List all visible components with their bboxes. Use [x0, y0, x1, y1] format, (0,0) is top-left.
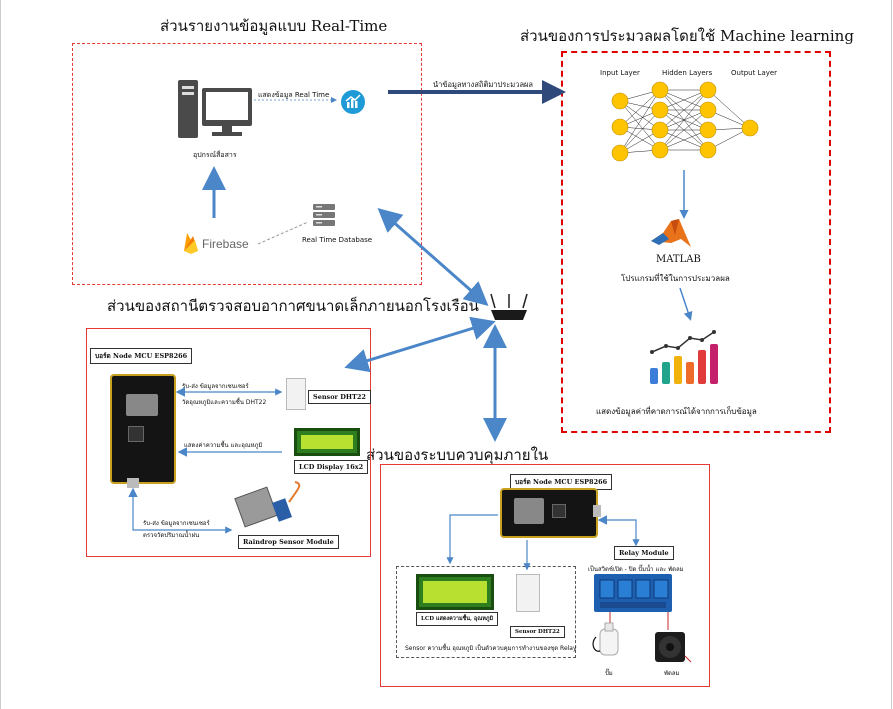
control-sensor-group-frame [396, 566, 576, 658]
station-rx-dht-label-2: วัดอุณหภูมิและความชื้น DHT22 [182, 399, 267, 406]
database-label: Real Time Database [302, 236, 373, 244]
matlab-label: MATLAB [656, 254, 701, 265]
control-dht22-sensor [516, 574, 540, 612]
raindrop-sensor-icon [234, 481, 301, 528]
firebase-icon [184, 233, 198, 254]
station-dht22-sensor [286, 378, 306, 410]
control-lcd-display [416, 574, 494, 610]
station-usb-port [127, 478, 139, 488]
show-realtime-label: แสดงข้อมูล Real Time [258, 91, 330, 99]
matlab-logo-icon [651, 219, 691, 247]
relay-module-icon [594, 574, 672, 612]
realtime-frame [72, 43, 422, 285]
control-sensor-label: Sensor DHT22 [510, 626, 565, 638]
ml-section-title: ส่วนของการประมวลผลโดยใช้ Machine learnin… [520, 27, 854, 45]
station-rx-dht-label: รับ-ส่ง ข้อมูลจากเซนเซอร์ [182, 383, 249, 390]
computer-icon [178, 80, 252, 138]
relay-module-label: Relay Module [614, 546, 674, 560]
device-label: อุปกรณ์สื่อสาร [193, 151, 237, 159]
control-section-title: ส่วนของระบบควบคุมภายใน [366, 446, 549, 464]
station-nodemcu-board [110, 374, 176, 484]
control-lcd-label: LCD แสดงความชื้น, อุณหภูมิ [416, 612, 499, 626]
relay-description: เป็นสวิตช์เปิด - ปิด ปั๊มน้ำ และ พัดลม [588, 566, 684, 573]
pump-label: ปั๊ม [605, 670, 613, 677]
fan-label: พัดลม [664, 670, 680, 677]
realtime-chart-icon [341, 90, 365, 114]
database-server-icon [313, 204, 335, 226]
prediction-chart-icon [650, 330, 718, 384]
station-frame [86, 328, 371, 557]
router-icon [490, 293, 528, 320]
water-pump-icon [592, 622, 619, 656]
input-layer-label: Input Layer [600, 69, 640, 77]
control-sensor-description: Sensor ความชื้น อุณหภูมิ เป็นตัวควบคุมกา… [405, 645, 577, 652]
station-dht-label: Sensor DHT22 [308, 390, 371, 404]
control-frame [380, 464, 710, 687]
hidden-layers-label: Hidden Layers [662, 69, 713, 77]
control-usb-port [593, 505, 601, 517]
neural-network-diagram [611, 81, 759, 162]
station-rx-rain-label-2: ตรวจวัดปริมาณน้ำฝน [143, 532, 200, 539]
right-edge-line [891, 0, 892, 709]
station-board-label: บอร์ด Node MCU ESP8266 [90, 348, 193, 364]
control-nodemcu-board [500, 488, 598, 538]
output-layer-label: Output Layer [731, 69, 778, 77]
statistics-arrow-label: นำข้อมูลทางสถิติมาประมวลผล [433, 80, 534, 89]
station-lcd-label: LCD Display 16x2 [294, 460, 369, 474]
station-lcd-display [294, 428, 360, 456]
ml-frame [561, 51, 831, 433]
result-label: แสดงข้อมูลค่าที่คาดการณ์ได้จากการเก็บข้อ… [596, 407, 757, 416]
program-label: โปรแกรมที่ใช้ในการประมวลผล [621, 274, 730, 283]
station-rx-rain-label: รับ-ส่ง ข้อมูลจากเซนเซอร์ [143, 520, 210, 527]
fan-icon [655, 632, 692, 663]
station-show-lcd-label: แสดงค่าความชื้น และอุณหภูมิ [184, 442, 263, 449]
left-edge-line [0, 0, 1, 709]
station-rain-label: Raindrop Sensor Module [238, 535, 339, 549]
firebase-label: Firebase [202, 237, 249, 251]
realtime-section-title: ส่วนรายงานข้อมูลแบบ Real-Time [160, 17, 388, 35]
